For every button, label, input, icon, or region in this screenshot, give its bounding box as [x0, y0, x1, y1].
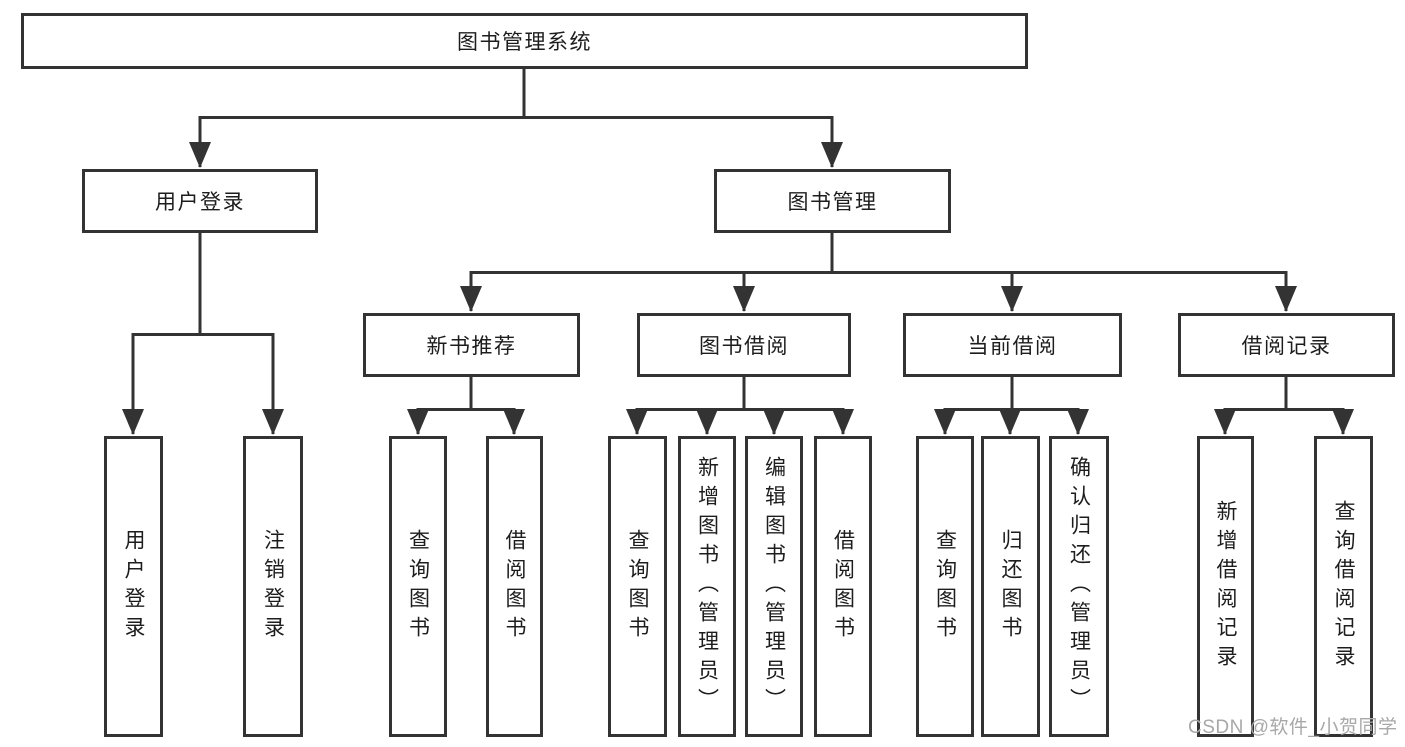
- edge-book-borrow-to-leaves: [626, 377, 854, 435]
- edge-root-to-level1: [189, 69, 843, 168]
- leaf-query-borrow-record: 查询借阅记录: [1314, 436, 1373, 737]
- node-label: 借阅图书: [503, 528, 526, 645]
- leaf-query-books-2: 查询图书: [608, 436, 667, 737]
- node-label: 图书管理系统: [457, 31, 592, 54]
- node-label: 新增借阅记录: [1214, 499, 1237, 674]
- edge-current-borrow-to-leaves: [934, 377, 1089, 435]
- node-label: 编辑图书（管理员）: [762, 456, 786, 717]
- node-label: 查询图书: [626, 528, 649, 645]
- node-label: 图书管理: [787, 191, 878, 214]
- leaf-query-books-1: 查询图书: [389, 436, 447, 737]
- node-label: 新增图书（管理员）: [695, 456, 719, 717]
- leaf-user-login: 用户登录: [104, 436, 163, 737]
- node-label: 新书推荐: [426, 335, 517, 358]
- leaf-borrow-books-2: 借阅图书: [814, 436, 872, 737]
- edge-user-login-to-leaves: [122, 233, 284, 435]
- edge-borrow-record-to-leaves: [1214, 377, 1354, 435]
- node-label: 查询图书: [933, 528, 957, 645]
- leaf-confirm-return-admin: 确认归还（管理员）: [1049, 436, 1109, 737]
- node-book-borrowing: 图书借阅: [637, 313, 851, 377]
- node-user-login: 用户登录: [82, 169, 318, 233]
- node-label: 当前借阅: [967, 335, 1058, 358]
- node-book-management: 图书管理: [714, 169, 951, 233]
- leaf-return-books: 归还图书: [981, 436, 1040, 737]
- leaf-query-books-3: 查询图书: [916, 436, 974, 737]
- node-label: 用户登录: [122, 528, 145, 645]
- csdn-watermark: CSDN @软件_小贺同学: [1188, 717, 1398, 738]
- node-label: 注销登录: [261, 528, 285, 645]
- leaf-add-books-admin: 新增图书（管理员）: [678, 436, 736, 737]
- edge-new-book-to-leaves: [407, 377, 525, 435]
- node-label: 用户登录: [155, 191, 245, 214]
- node-label: 确认归还（管理员）: [1067, 456, 1091, 717]
- node-label: 查询图书: [406, 528, 430, 645]
- node-label: 借阅图书: [831, 528, 855, 645]
- edge-book-management-to-level2: [460, 233, 1297, 312]
- leaf-add-borrow-record: 新增借阅记录: [1197, 436, 1254, 737]
- node-new-book-recommend: 新书推荐: [363, 313, 580, 377]
- node-borrowing-records: 借阅记录: [1178, 313, 1395, 377]
- node-label: 归还图书: [999, 528, 1022, 645]
- node-label: 借阅记录: [1241, 335, 1332, 358]
- leaf-edit-books-admin: 编辑图书（管理员）: [745, 436, 803, 737]
- leaf-borrow-books-1: 借阅图书: [486, 436, 543, 737]
- node-current-borrowing: 当前借阅: [903, 313, 1122, 377]
- leaf-logout: 注销登录: [243, 436, 303, 737]
- node-library-management-system: 图书管理系统: [21, 13, 1028, 69]
- node-label: 图书借阅: [699, 335, 789, 358]
- node-label: 查询借阅记录: [1332, 499, 1355, 674]
